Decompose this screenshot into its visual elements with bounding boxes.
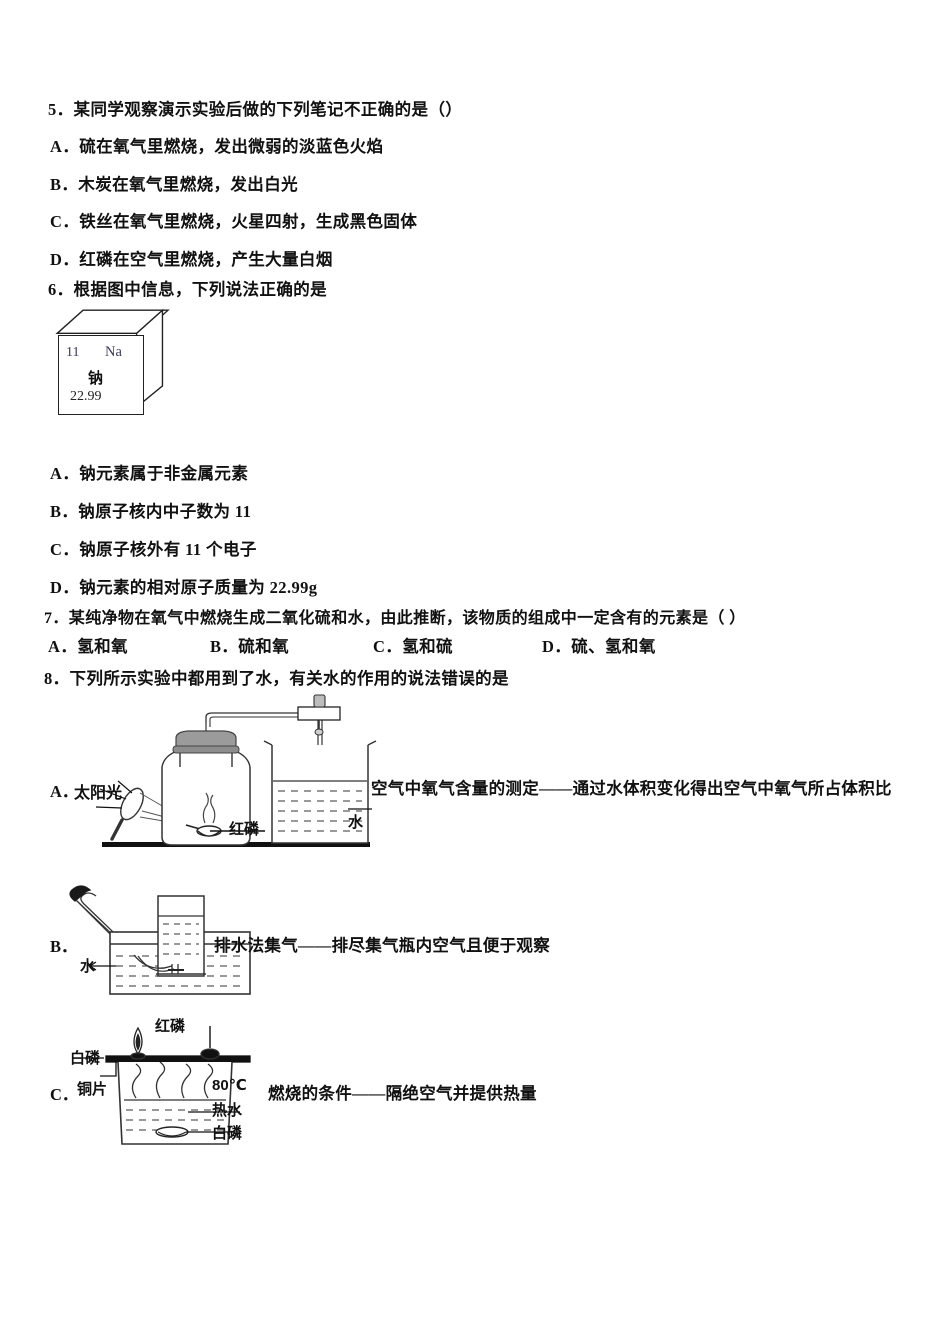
question-5-option-d[interactable]: D．红磷在空气里燃烧，产生大量白烟 [50, 250, 333, 269]
figure-c-label-temperature: 80℃ [212, 1077, 247, 1094]
hot-water-beaker [117, 1061, 233, 1145]
question-8-option-c-letter[interactable]: C． [50, 1085, 79, 1104]
question-8-stem: 8．下列所示实验中都用到了水，有关水的作用的说法错误的是 [44, 669, 509, 688]
element-relative-atomic-mass: 22.99 [70, 389, 102, 404]
figure-a-label-water: 水 [348, 814, 364, 831]
figure-oxygen-content-apparatus [95, 694, 377, 847]
question-6-option-d[interactable]: D．钠元素的相对原子质量为 22.99g [50, 578, 318, 597]
question-8-option-a-letter[interactable]: A． [50, 782, 79, 801]
question-5-option-a[interactable]: A．硫在氧气里燃烧，发出微弱的淡蓝色火焰 [50, 137, 384, 156]
question-7-option-c[interactable]: C．氢和硫 [373, 637, 453, 656]
copper-sheet-plate [105, 1055, 251, 1063]
submerged-white-phosphorus [155, 1126, 189, 1138]
question-7-option-a[interactable]: A．氢和氧 [48, 637, 128, 656]
element-atomic-number: 11 [66, 345, 80, 360]
question-8-option-a-description: 空气中氧气含量的测定——通过水体积变化得出空气中氧气所占体积比 [371, 779, 892, 798]
magnifier-lens [95, 780, 189, 841]
figure-c-label-hot-water: 热水 [212, 1102, 243, 1119]
water-beaker [263, 740, 377, 844]
question-6-stem: 6．根据图中信息，下列说法正确的是 [48, 280, 328, 299]
question-6-option-a[interactable]: A．钠元素属于非金属元素 [50, 464, 249, 483]
figure-a-label-red-phosphorus: 红磷 [229, 821, 260, 838]
question-5-option-b[interactable]: B．木炭在氧气里燃烧，发出白光 [50, 175, 299, 194]
gas-collecting-bottle [156, 895, 206, 977]
figure-b-label-water: 水 [80, 958, 96, 975]
question-8-option-b-letter[interactable]: B． [50, 937, 78, 956]
element-card-front-face [58, 335, 144, 415]
element-chinese-name: 钠 [88, 371, 104, 387]
question-8-option-b-description: 排水法集气——排尽集气瓶内空气且便于观察 [214, 936, 550, 955]
sodium-element-card-figure: 11 Na 钠 22.99 [48, 305, 178, 425]
red-phosphorus-lump [200, 1048, 220, 1060]
question-6-option-b[interactable]: B．钠原子核内中子数为 11 [50, 502, 252, 521]
figure-water-displacement-apparatus [69, 885, 251, 995]
question-6-option-c[interactable]: C．钠原子核外有 11 个电子 [50, 540, 257, 559]
figure-c-label-red-phosphorus: 红磷 [155, 1018, 186, 1035]
question-7-option-b[interactable]: B．硫和氧 [210, 637, 290, 656]
question-7-stem: 7．某纯净物在氧气中燃烧生成二氧化硫和水，由此推断，该物质的组成中一定含有的元素… [44, 610, 746, 627]
figure-c-label-white-phosphorus-bottom: 白磷 [212, 1125, 243, 1142]
figure-c-label-copper-sheet: 铜片 [77, 1081, 108, 1098]
question-5-stem: 5．某同学观察演示实验后做的下列笔记不正确的是（） [48, 100, 463, 119]
question-5-option-c[interactable]: C．铁丝在氧气里燃烧，火星四射，生成黑色固体 [50, 212, 418, 231]
question-8-option-c-description: 燃烧的条件——隔绝空气并提供热量 [268, 1084, 537, 1103]
figure-c-label-white-phosphorus-top: 白磷 [70, 1050, 101, 1067]
figure-combustion-conditions-apparatus [82, 1026, 251, 1145]
element-symbol: Na [105, 344, 122, 360]
figure-a-label-sunlight: 太阳光 [74, 785, 123, 802]
combustion-spoon-with-red-phosphorus [185, 792, 222, 837]
question-7-option-d[interactable]: D．硫、氢和氧 [542, 637, 656, 656]
burning-white-phosphorus [130, 1026, 146, 1060]
